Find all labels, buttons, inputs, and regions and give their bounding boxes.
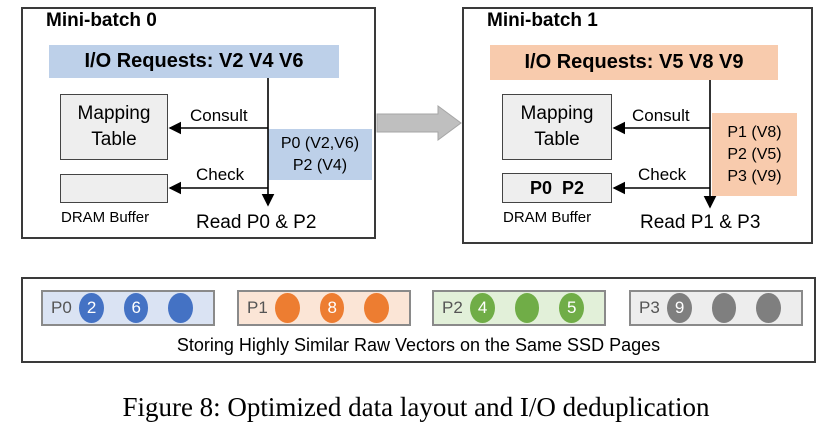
page-mapping-box: P0 (V2,V6) P2 (V4): [268, 129, 372, 180]
check-label: Check: [638, 165, 687, 184]
vector-dot: [168, 293, 194, 323]
ssd-page-p1: P1 8: [237, 290, 411, 326]
io-requests-bar: I/O Requests: V5 V8 V9: [490, 45, 778, 80]
ssd-page-p3: P3 9: [629, 290, 803, 326]
table-label: Table: [534, 129, 580, 150]
page-mapping-box: P1 (V8) P2 (V5) P3 (V9): [712, 113, 797, 196]
read-label: Read P1 & P3: [640, 212, 761, 233]
page-entry: P2 (V4): [292, 156, 348, 174]
mini-batch-0-title: Mini-batch 0: [46, 10, 157, 31]
consult-label: Consult: [190, 106, 248, 125]
page-entry: P1 (V8): [727, 123, 782, 141]
dram-buffer-label: DRAM Buffer: [61, 209, 150, 226]
consult-label: Consult: [632, 106, 690, 125]
io-requests-bar: I/O Requests: V2 V4 V6: [49, 45, 339, 78]
mini-batch-1-title: Mini-batch 1: [487, 10, 598, 31]
vector-dot: 4: [470, 293, 495, 323]
mapping-label: Mapping: [77, 103, 151, 124]
page-label: P3: [639, 298, 660, 317]
data-layout-box: [21, 277, 816, 363]
dram-buffer-box: [60, 174, 168, 203]
page-label: P1: [247, 298, 268, 317]
mini-batch-1-panel: [462, 7, 813, 244]
table-label: Table: [91, 129, 137, 150]
vector-dot: [514, 293, 540, 323]
mini-batch-0-panel: [21, 7, 376, 239]
vector-dot: 8: [319, 293, 345, 323]
check-label: Check: [196, 165, 245, 184]
vector-dot: [711, 293, 737, 323]
right-flow-arrows: [612, 80, 717, 209]
page-entry: P3 (V9): [727, 167, 782, 185]
dram-buffer-label: DRAM Buffer: [503, 209, 592, 226]
vector-dot: 9: [667, 293, 692, 323]
layout-caption: Storing Highly Similar Raw Vectors on th…: [176, 335, 661, 355]
ssd-page-p2: P2 4 5: [432, 290, 606, 326]
dram-buffer-box: P0 P2: [502, 173, 612, 203]
page-entry: P2 (V5): [727, 145, 782, 163]
mapping-label: Mapping: [520, 103, 594, 124]
vector-dot: 6: [123, 293, 149, 323]
vector-dot: 2: [79, 293, 104, 323]
figure-caption: Figure 8: Optimized data layout and I/O …: [122, 392, 710, 422]
read-label: Read P0 & P2: [196, 212, 317, 233]
vector-dot: [756, 293, 782, 323]
left-flow-arrows: [168, 78, 275, 207]
page-entry: P0 (V2,V6): [280, 134, 360, 152]
vector-dot: 5: [559, 293, 585, 323]
vector-dot: [364, 293, 390, 323]
page-label: P2: [442, 298, 463, 317]
next-batch-arrow: [376, 105, 462, 141]
page-label: P0: [51, 298, 72, 317]
vector-dot: [275, 293, 300, 323]
